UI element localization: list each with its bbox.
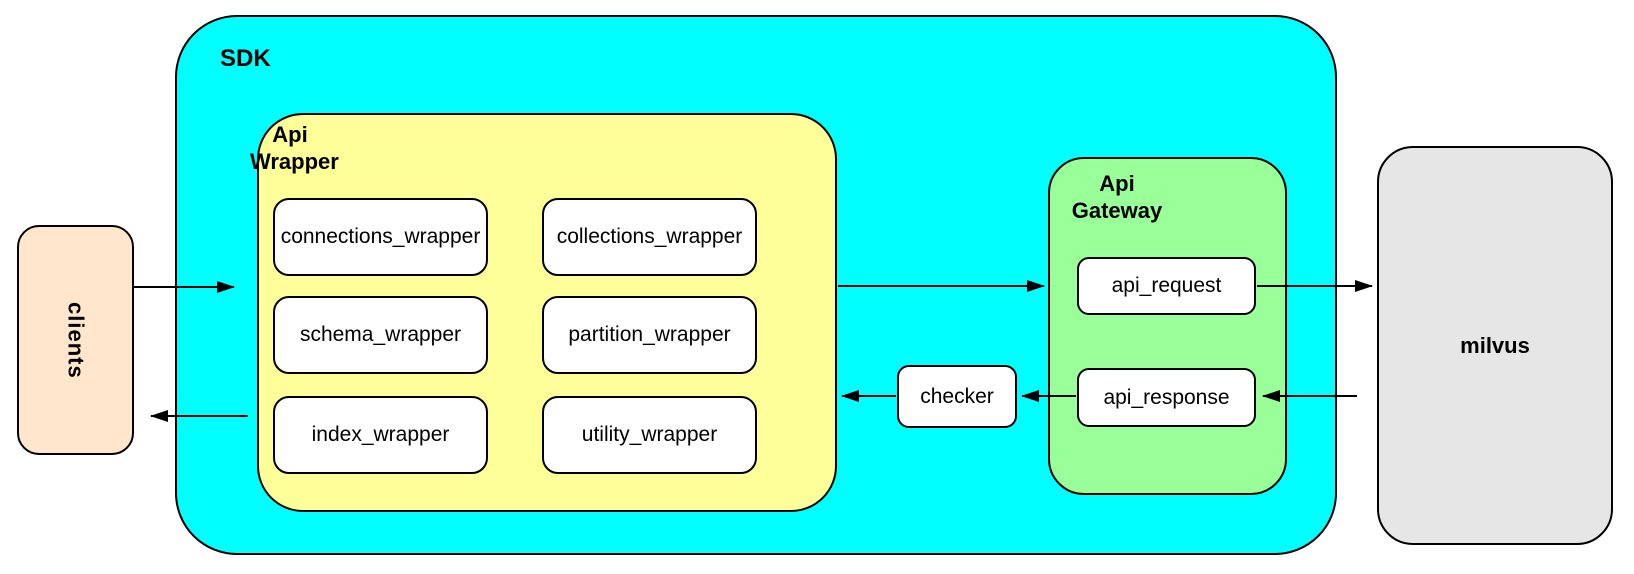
container-api-gateway: Api Gateway api_request api_response: [1048, 157, 1287, 495]
node-utility-wrapper: utility_wrapper: [542, 396, 757, 474]
partition-wrapper-label: partition_wrapper: [568, 323, 731, 346]
api-request-label: api_request: [1111, 274, 1222, 297]
container-api-wrapper: Api Wrapper connections_wrapper collecti…: [250, 113, 837, 512]
api-gateway-label: Api Gateway: [1067, 170, 1167, 224]
node-collections-wrapper: collections_wrapper: [542, 198, 757, 276]
collections-wrapper-label: collections_wrapper: [556, 225, 743, 248]
node-partition-wrapper: partition_wrapper: [542, 296, 757, 374]
checker-label: checker: [920, 384, 994, 408]
milvus-label: milvus: [1460, 332, 1530, 358]
node-index-wrapper: index_wrapper: [273, 396, 488, 474]
api-response-label: api_response: [1103, 385, 1230, 409]
node-api-request: api_request: [1077, 257, 1256, 315]
utility-wrapper-label: utility_wrapper: [581, 423, 718, 446]
schema-wrapper-label: schema_wrapper: [299, 323, 462, 346]
api-wrapper-label-line2: Wrapper: [250, 149, 339, 174]
sdk-label: SDK: [220, 45, 271, 72]
node-milvus: milvus: [1377, 146, 1613, 545]
api-gateway-label-line2: Gateway: [1071, 198, 1163, 223]
node-schema-wrapper: schema_wrapper: [273, 296, 488, 374]
node-checker: checker: [897, 365, 1017, 428]
node-api-response: api_response: [1077, 368, 1256, 427]
node-clients: clients: [17, 225, 134, 455]
api-wrapper-label-line1: Api: [272, 122, 308, 147]
node-connections-wrapper: connections_wrapper: [273, 198, 488, 276]
index-wrapper-label: index_wrapper: [311, 423, 450, 446]
connections-wrapper-label: connections_wrapper: [280, 225, 481, 248]
api-wrapper-label: Api Wrapper: [250, 121, 339, 175]
container-sdk: SDK Api Wrapper connections_wrapper coll…: [175, 15, 1337, 555]
clients-label: clients: [63, 301, 89, 379]
api-gateway-label-line1: Api: [1099, 171, 1135, 196]
